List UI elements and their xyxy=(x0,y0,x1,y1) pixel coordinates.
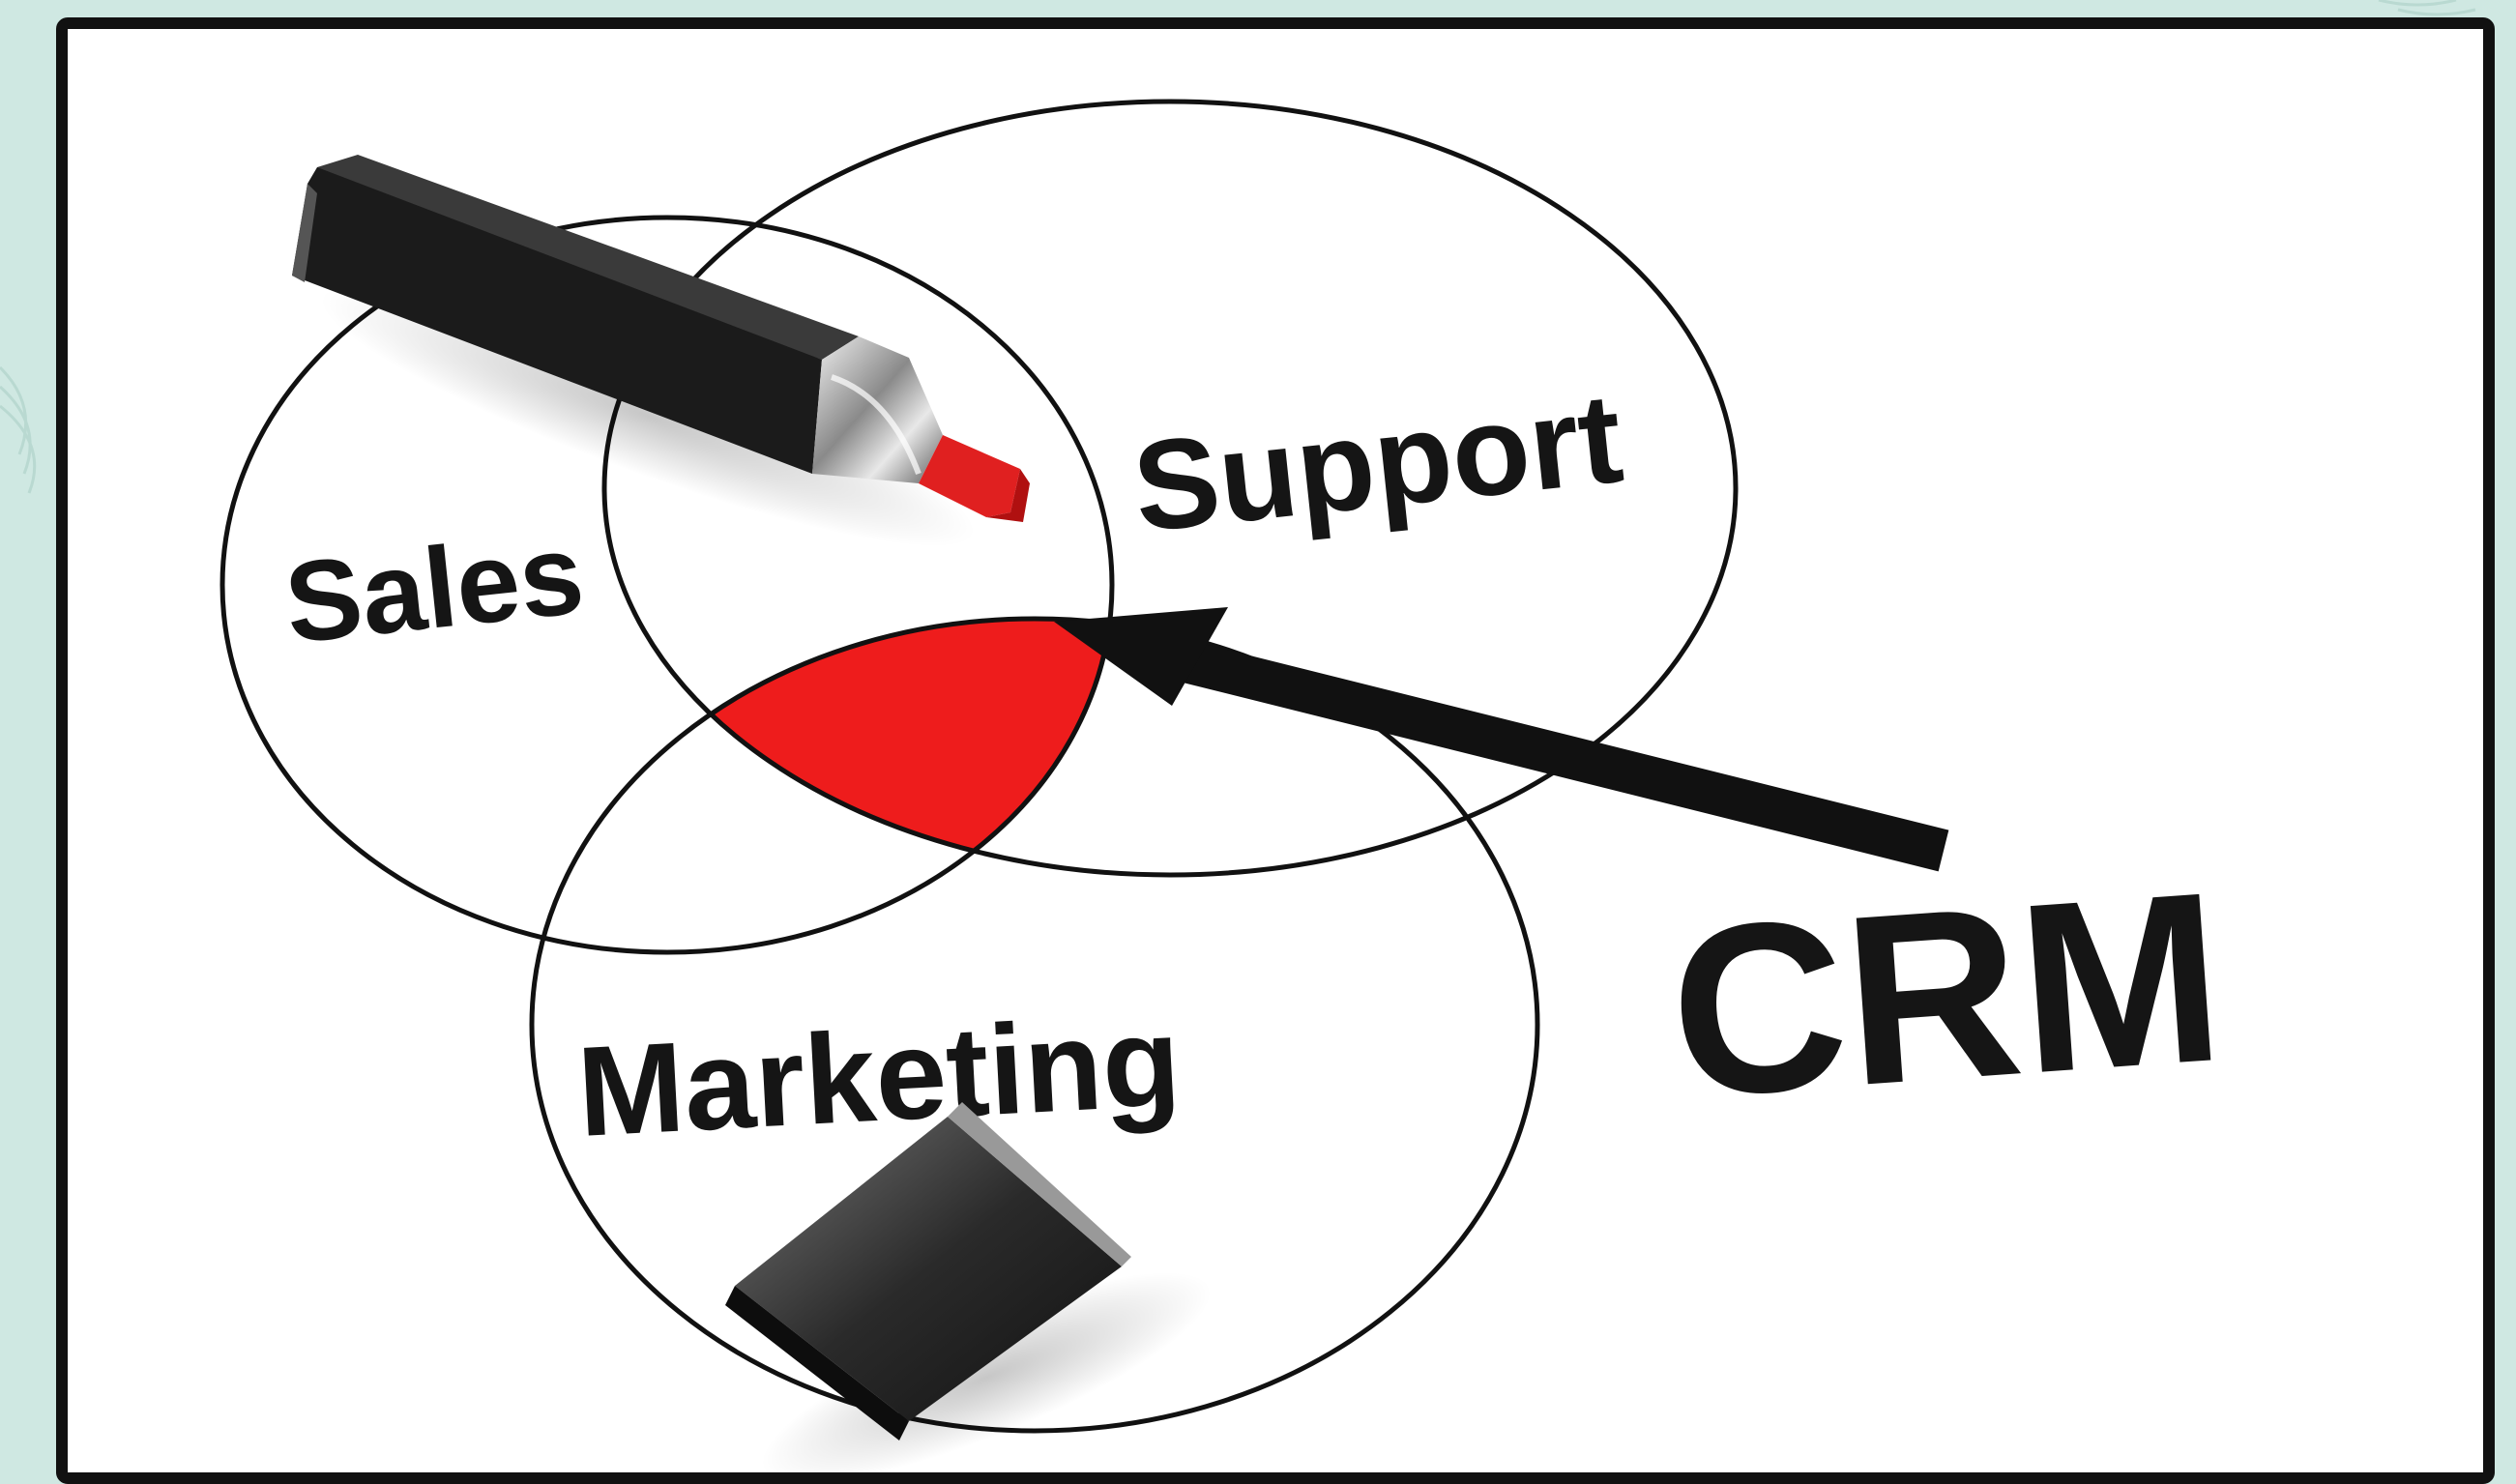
sales-label: Sales xyxy=(279,509,589,668)
marker-cap-icon xyxy=(725,1102,1212,1472)
sales-circle xyxy=(219,215,1115,955)
support-circle xyxy=(601,99,1739,878)
venn-diagram: Sales Support Marketing CRM xyxy=(219,99,2231,1472)
crm-label: CRM xyxy=(1662,841,2230,1149)
arrow-icon xyxy=(1054,607,1949,872)
support-label: Support xyxy=(1127,366,1629,559)
marketing-circle xyxy=(529,616,1540,1434)
marker-pen-icon xyxy=(292,155,1030,547)
marketing-label: Marketing xyxy=(574,990,1184,1163)
diagram-frame: Sales Support Marketing CRM xyxy=(56,17,2495,1484)
